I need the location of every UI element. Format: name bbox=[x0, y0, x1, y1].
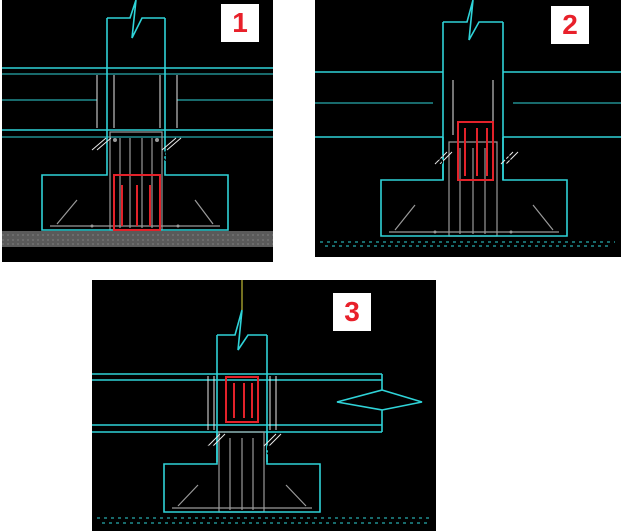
dimension-label-left: 5 bbox=[436, 152, 444, 168]
detail-panel-2: 2 5 5 bbox=[315, 0, 621, 257]
section-drawing-3 bbox=[92, 280, 432, 524]
detail-panel-1: 1 5 5 bbox=[2, 0, 273, 262]
dimension-label-right: 5 bbox=[163, 148, 171, 164]
section-drawing-1 bbox=[2, 0, 273, 247]
footing-outline bbox=[41, 130, 229, 231]
pedestal-rebar bbox=[448, 141, 498, 237]
break-mark bbox=[107, 0, 165, 39]
break-mark bbox=[217, 309, 267, 351]
break-mark bbox=[443, 0, 503, 41]
beam-top bbox=[92, 373, 382, 381]
ground-hatch bbox=[320, 241, 615, 247]
dimension-label-right: 5 bbox=[504, 152, 512, 168]
beam-break-mark bbox=[336, 374, 423, 432]
panel-number: 3 bbox=[333, 293, 371, 331]
footing-outline bbox=[163, 432, 321, 513]
dimension-label-right: 5 bbox=[266, 442, 274, 458]
pedestal-rebar bbox=[218, 431, 265, 513]
detail-panel-3: 3 5 5 bbox=[92, 280, 436, 531]
highlight-box bbox=[225, 376, 259, 423]
panel-number: 2 bbox=[551, 6, 589, 44]
highlight-box bbox=[457, 121, 494, 181]
section-drawing-2 bbox=[315, 0, 621, 247]
beam-bottom bbox=[92, 424, 382, 433]
highlight-box bbox=[113, 174, 161, 231]
ground-hatch bbox=[2, 231, 273, 247]
ground-hatch bbox=[97, 517, 432, 524]
footing-outline bbox=[380, 137, 568, 237]
dimension-label-left: 5 bbox=[94, 148, 102, 164]
panel-number: 1 bbox=[221, 4, 259, 42]
dimension-label-left: 5 bbox=[207, 442, 215, 458]
